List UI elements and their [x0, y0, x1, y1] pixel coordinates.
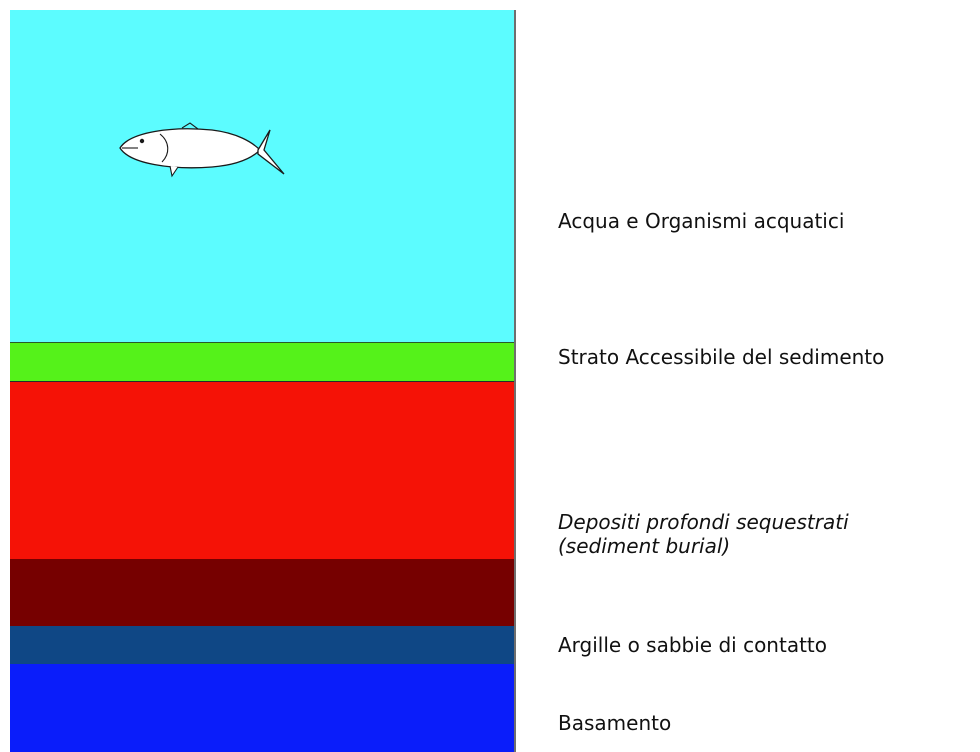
fish-icon	[119, 122, 285, 178]
label-accessible-sediment: Strato Accessibile del sedimento	[558, 345, 885, 369]
label-deep-deposits-line2: (sediment burial)	[558, 534, 731, 558]
sediment-burial-layer	[10, 559, 515, 626]
deep-deposits-layer	[10, 382, 515, 559]
accessible-sediment-layer	[10, 342, 515, 382]
label-deep-deposits-line1: Depositi profondi sequestrati	[558, 510, 849, 534]
label-deep-deposits: Depositi profondi sequestrati (sediment …	[558, 510, 849, 558]
contact-clay-layer	[10, 626, 515, 664]
label-contact-clay: Argille o sabbie di contatto	[558, 633, 827, 657]
column-edge-line	[514, 10, 516, 752]
label-bedrock: Basamento	[558, 711, 672, 735]
water-layer	[10, 10, 515, 342]
label-water-organisms: Acqua e Organismi acquatici	[558, 209, 845, 233]
bedrock-layer	[10, 664, 515, 752]
